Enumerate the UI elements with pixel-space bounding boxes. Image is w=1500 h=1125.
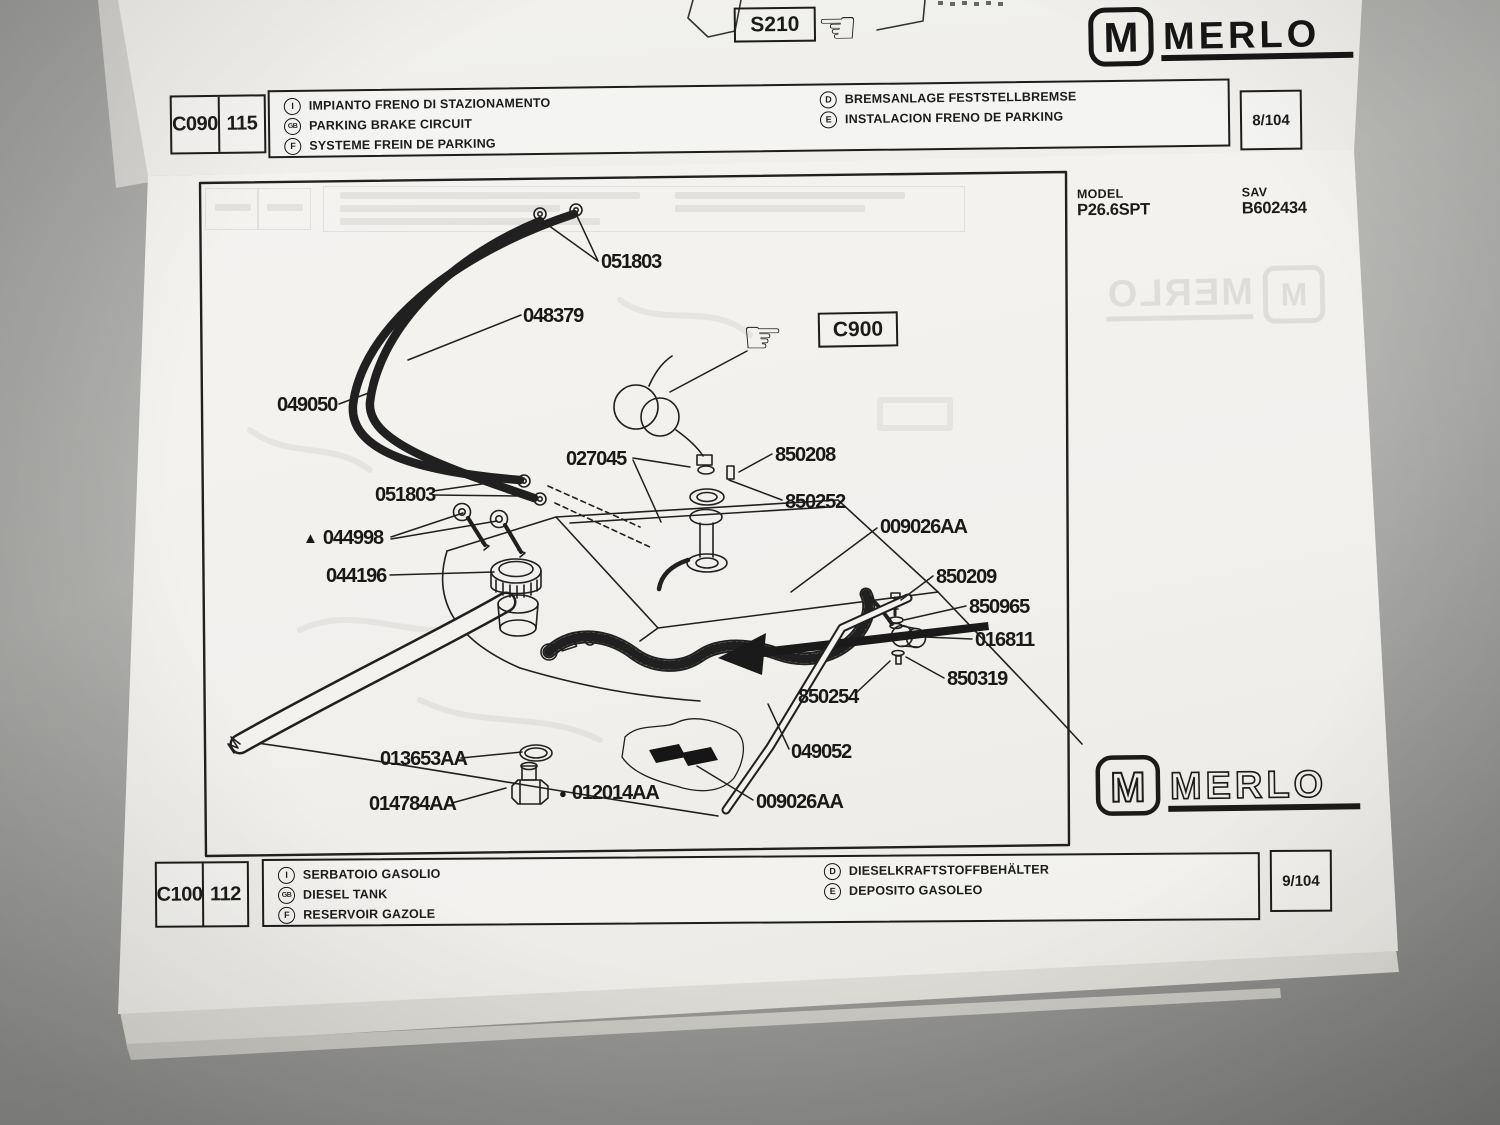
triangle-marker: ▲ <box>303 530 318 547</box>
merlo-mark-icon: M <box>1110 763 1146 810</box>
part-label: 850319 <box>947 668 1008 690</box>
filler-pipe <box>227 591 539 755</box>
page-number: 9/104 <box>1282 872 1320 890</box>
hollow-screws <box>517 203 583 506</box>
title-spanish: DEPOSITO GASOLEO <box>848 883 983 898</box>
drain-plug-parts <box>511 744 553 805</box>
footer-strip: I SERBATOIO GASOLIO GB DIESEL TANK F RESERV… <box>261 852 1261 928</box>
part-label: 850209 <box>936 566 997 588</box>
mounting-pads <box>621 718 744 792</box>
part-label: 850254 <box>798 686 859 708</box>
part-label: 048379 <box>523 305 584 327</box>
leader-lines <box>338 215 973 804</box>
part-label: 850965 <box>969 596 1030 618</box>
merlo-logo-text: MERLO <box>1163 13 1321 58</box>
lang-badge-i: I <box>277 866 295 884</box>
bullet-marker: ● <box>559 786 567 801</box>
part-label: 013653AA <box>380 748 468 770</box>
page-number-box: 9/104 <box>1269 849 1333 913</box>
part-label: ●012014AA <box>559 782 660 804</box>
fuel-sender-unit <box>656 454 735 592</box>
part-label: 850208 <box>775 444 836 466</box>
part-label: 049052 <box>791 741 852 763</box>
title-english: DIESEL TANK <box>302 887 388 902</box>
merlo-logo-bottom: M MERLO <box>1095 754 1361 816</box>
part-label: 850252 <box>785 491 846 513</box>
pointing-hand-right-icon: ☞ <box>742 311 784 363</box>
footer-code: C100 <box>156 882 203 906</box>
part-label: 009026AA <box>756 791 844 813</box>
title-french: RESERVOIR GAZOLE <box>303 906 436 922</box>
prev-page-diagram-fragment <box>687 0 1003 38</box>
merlo-mark-icon: M <box>1103 14 1139 62</box>
keys <box>452 502 526 558</box>
bent-strip <box>721 593 913 815</box>
title-german: DIESELKRAFTSTOFFBEHÄLTER <box>848 862 1050 878</box>
part-label: 027045 <box>566 448 627 470</box>
part-label: 051803 <box>375 484 436 506</box>
sender-cable-coil <box>613 355 704 457</box>
lang-badge-d: D <box>823 862 841 880</box>
part-label: 049050 <box>277 394 338 416</box>
part-label: 044196 <box>326 565 387 587</box>
direction-arrow-icon <box>718 622 989 675</box>
diagram-border <box>198 170 1071 858</box>
merlo-logo-text: MERLO <box>1170 764 1328 808</box>
part-label: ▲044998 <box>303 527 384 549</box>
part-label: 016811 <box>975 629 1035 651</box>
merlo-logo-top: M MERLO <box>1088 7 1354 67</box>
lang-badge-f: F <box>278 906 296 924</box>
footer-code-cells: C100 112 <box>154 861 250 928</box>
part-label: 014784AA <box>369 793 457 815</box>
clipped-text-fragment <box>938 1 1003 6</box>
footer-sheet: 112 <box>201 863 248 926</box>
fuel-cap <box>490 558 542 599</box>
lang-badge-gb: GB <box>277 886 296 904</box>
part-label: 051803 <box>601 251 662 273</box>
title-italian: SERBATOIO GASOLIO <box>302 866 441 882</box>
lang-badge-e: E <box>823 882 842 900</box>
part-label: 009026AA <box>880 516 968 538</box>
corrugated-hose <box>540 587 894 672</box>
diesel-tank-outline <box>249 499 1083 817</box>
